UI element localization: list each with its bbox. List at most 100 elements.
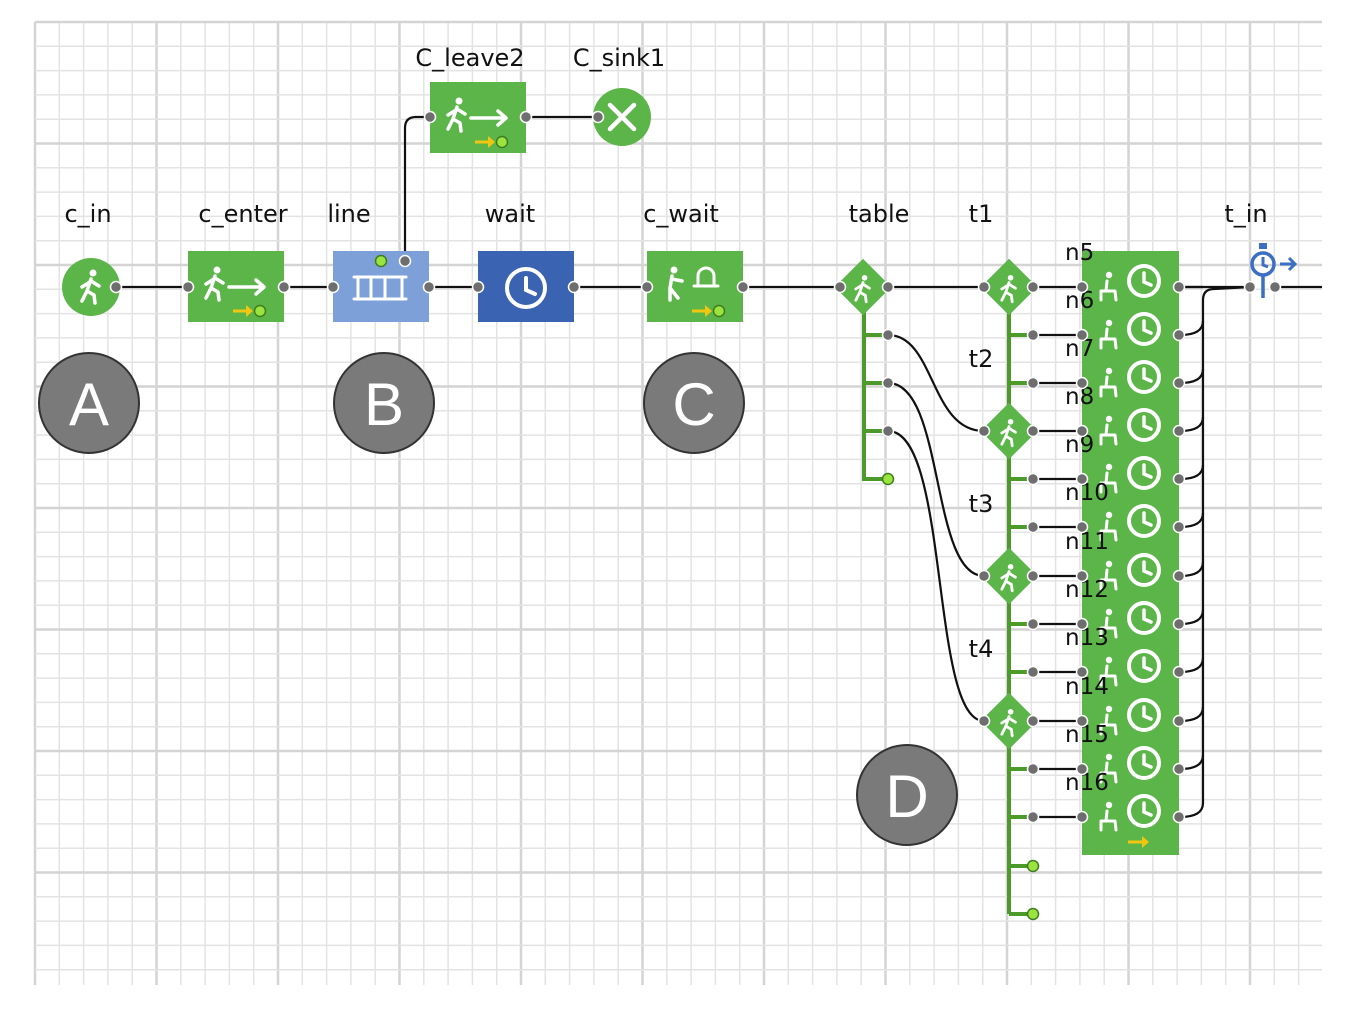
icon-head xyxy=(1007,275,1014,281)
port[interactable] xyxy=(326,280,340,294)
clock-icon xyxy=(1127,601,1161,635)
port[interactable] xyxy=(881,424,895,438)
seat-n16[interactable]: n16 xyxy=(1065,770,1161,832)
port[interactable] xyxy=(1026,665,1040,679)
pedestrian-select-output-icon xyxy=(1000,564,1017,593)
label-c-wait: c_wait xyxy=(643,200,719,228)
block-wait[interactable]: wait xyxy=(478,200,574,322)
select-t3[interactable]: t3 xyxy=(969,490,1038,605)
port[interactable] xyxy=(1075,617,1089,631)
port[interactable] xyxy=(567,280,581,294)
port[interactable] xyxy=(881,376,895,390)
port[interactable] xyxy=(1172,665,1186,679)
block-t-in[interactable]: t_in xyxy=(1224,200,1298,298)
select-t1[interactable]: t1 xyxy=(969,200,1038,316)
port[interactable] xyxy=(1172,714,1186,728)
seat-n13[interactable]: n13 xyxy=(1065,625,1161,687)
port[interactable] xyxy=(1172,424,1186,438)
port[interactable] xyxy=(1026,569,1040,583)
port[interactable] xyxy=(1075,810,1089,824)
label-n5: n5 xyxy=(1065,240,1094,266)
block-c-wait[interactable]: c_wait xyxy=(643,200,743,322)
port[interactable] xyxy=(398,254,412,268)
port[interactable] xyxy=(1075,376,1089,390)
port[interactable] xyxy=(519,110,533,124)
port[interactable] xyxy=(640,280,654,294)
block-c-enter[interactable]: c_enter xyxy=(188,200,288,322)
port[interactable] xyxy=(1172,280,1186,294)
port[interactable] xyxy=(1026,472,1040,486)
connector xyxy=(887,333,985,433)
port[interactable] xyxy=(1026,617,1040,631)
seat-n8[interactable]: n8 xyxy=(1065,384,1161,446)
port[interactable] xyxy=(736,280,750,294)
port[interactable] xyxy=(591,110,605,124)
port[interactable] xyxy=(1026,520,1040,534)
block-c-leave2[interactable]: C_leave2 xyxy=(415,44,526,153)
port[interactable] xyxy=(1026,810,1040,824)
icon-body xyxy=(1099,616,1118,639)
port[interactable] xyxy=(277,280,291,294)
label-n16: n16 xyxy=(1065,770,1109,796)
block-c-sink1[interactable]: C_sink1 xyxy=(573,44,665,146)
clock-icon xyxy=(1127,794,1161,828)
port[interactable] xyxy=(1075,472,1089,486)
port[interactable] xyxy=(1075,762,1089,776)
seat-n15[interactable]: n15 xyxy=(1065,722,1161,784)
port[interactable] xyxy=(1172,328,1186,342)
seat-n12[interactable]: n12 xyxy=(1065,577,1161,639)
port[interactable] xyxy=(181,280,195,294)
icon-head xyxy=(1007,419,1014,425)
port[interactable] xyxy=(1172,472,1186,486)
port[interactable] xyxy=(1172,520,1186,534)
port[interactable] xyxy=(1026,424,1040,438)
port[interactable] xyxy=(109,280,123,294)
port[interactable] xyxy=(1075,424,1089,438)
port-unconnected[interactable] xyxy=(1026,907,1040,921)
port-unconnected[interactable] xyxy=(1026,859,1040,873)
port[interactable] xyxy=(1075,520,1089,534)
block-line[interactable]: line xyxy=(327,200,429,322)
port[interactable] xyxy=(881,280,895,294)
block-table[interactable]: table xyxy=(834,200,910,316)
port[interactable] xyxy=(1172,617,1186,631)
seat-n10[interactable]: n10 xyxy=(1065,480,1161,542)
port[interactable] xyxy=(1075,665,1089,679)
port[interactable] xyxy=(1026,328,1040,342)
port[interactable] xyxy=(833,280,847,294)
port[interactable] xyxy=(1172,376,1186,390)
pedestrian-source-icon xyxy=(80,269,101,305)
port[interactable] xyxy=(1268,280,1282,294)
port[interactable] xyxy=(471,280,485,294)
seat-n9[interactable]: n9 xyxy=(1065,432,1161,494)
seat-n5[interactable]: n5 xyxy=(1065,240,1161,302)
seated-person-icon xyxy=(1099,319,1118,350)
port[interactable] xyxy=(1172,762,1186,776)
seat-n14[interactable]: n14 xyxy=(1065,674,1161,736)
block-c-in[interactable]: c_in xyxy=(62,200,120,316)
port[interactable] xyxy=(977,569,991,583)
select-t4[interactable]: t4 xyxy=(969,635,1038,750)
clock-icon xyxy=(1127,504,1161,538)
port[interactable] xyxy=(422,280,436,294)
port[interactable] xyxy=(423,110,437,124)
port[interactable] xyxy=(1026,762,1040,776)
port[interactable] xyxy=(1075,280,1089,294)
port[interactable] xyxy=(1075,569,1089,583)
port[interactable] xyxy=(1075,714,1089,728)
pedestrian-select-output-icon xyxy=(1000,709,1017,738)
port[interactable] xyxy=(1026,280,1040,294)
port[interactable] xyxy=(1243,280,1257,294)
port[interactable] xyxy=(1075,328,1089,342)
port[interactable] xyxy=(881,328,895,342)
port[interactable] xyxy=(1172,810,1186,824)
port[interactable] xyxy=(977,424,991,438)
seat-n11[interactable]: n11 xyxy=(1065,529,1161,591)
port-unconnected[interactable] xyxy=(881,472,895,486)
port[interactable] xyxy=(1172,569,1186,583)
port[interactable] xyxy=(977,714,991,728)
port[interactable] xyxy=(1026,376,1040,390)
port[interactable] xyxy=(977,280,991,294)
port[interactable] xyxy=(1026,714,1040,728)
